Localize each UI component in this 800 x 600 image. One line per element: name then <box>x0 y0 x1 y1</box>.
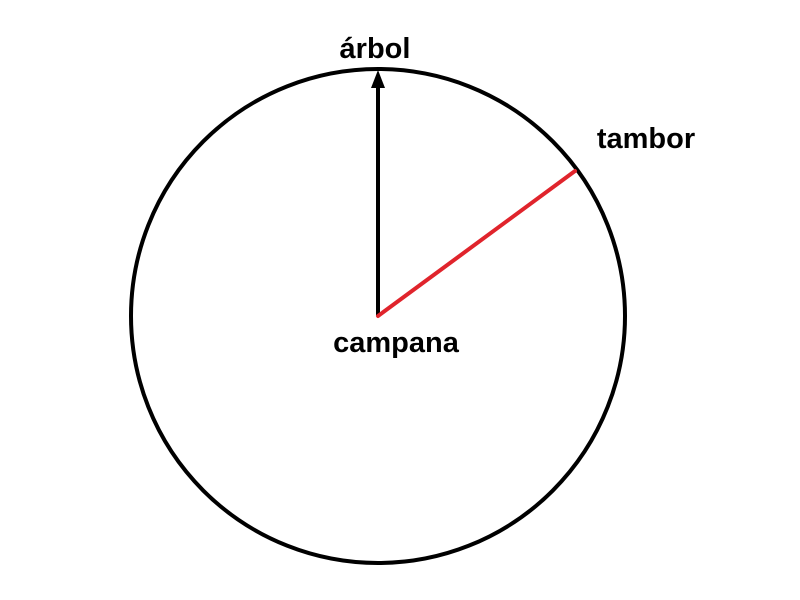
label-center: campana <box>333 327 460 359</box>
label-top: árbol <box>340 33 411 65</box>
main-circle <box>129 67 627 565</box>
up-arrowhead-icon <box>371 70 385 88</box>
red-radius-line <box>376 169 577 318</box>
label-right: tambor <box>597 123 695 155</box>
